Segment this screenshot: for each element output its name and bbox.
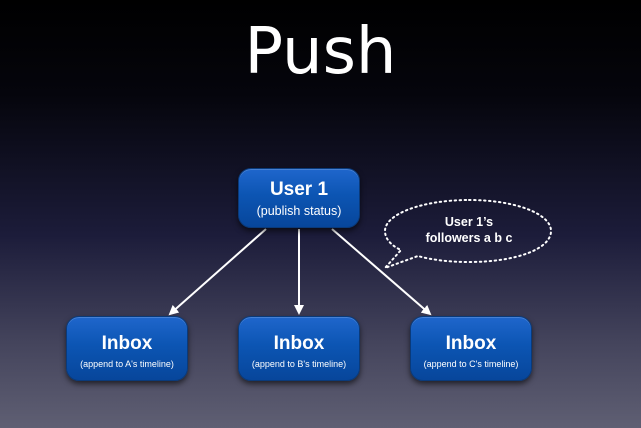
speech-bubble-line-2: followers a b c xyxy=(425,231,513,245)
node-inbox-c-subtitle: (append to C's timeline) xyxy=(423,359,519,369)
node-user-1: User 1 (publish status) xyxy=(238,168,360,228)
node-inbox-c-title: Inbox xyxy=(445,333,497,354)
node-inbox-b-subtitle: (append to B's timeline) xyxy=(251,359,347,369)
node-inbox-a-title: Inbox xyxy=(101,333,153,354)
node-inbox-c: Inbox (append to C's timeline) xyxy=(410,316,532,381)
slide-title: Push xyxy=(244,15,397,89)
node-inbox-b-title: Inbox xyxy=(273,333,325,354)
arrow-user-to-inbox-c xyxy=(331,228,432,316)
speech-bubble-outline xyxy=(383,198,553,269)
node-inbox-b: Inbox (append to B's timeline) xyxy=(238,316,360,381)
node-inbox-a: Inbox (append to A's timeline) xyxy=(66,316,188,381)
node-user-1-title: User 1 xyxy=(269,179,329,200)
speech-bubble-text: User 1’s followers a b c xyxy=(387,214,551,246)
arrow-user-to-inbox-a xyxy=(168,228,267,316)
speech-bubble xyxy=(383,198,553,269)
speech-bubble-line-1: User 1’s xyxy=(444,215,494,229)
node-inbox-a-subtitle: (append to A's timeline) xyxy=(80,359,174,369)
node-user-1-subtitle: (publish status) xyxy=(256,204,342,218)
